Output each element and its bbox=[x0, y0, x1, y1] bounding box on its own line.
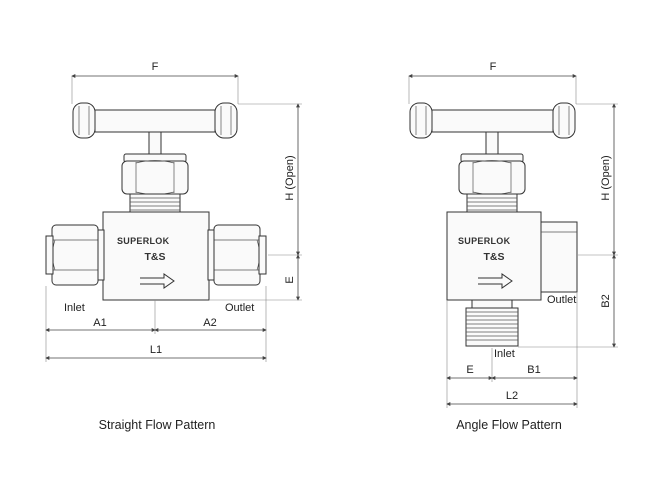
angle-f-label: F bbox=[490, 61, 497, 73]
handle-grip-right bbox=[214, 102, 238, 139]
straight-f-label: F bbox=[152, 61, 159, 73]
straight-handle bbox=[72, 102, 238, 139]
angle-outlet-port bbox=[540, 221, 578, 293]
straight-stem bbox=[148, 131, 162, 155]
angle-valve: F bbox=[408, 61, 618, 432]
angle-inlet-port bbox=[465, 299, 519, 347]
straight-a2-label: A2 bbox=[203, 317, 216, 329]
straight-l1-label: L1 bbox=[150, 344, 162, 356]
handle-bar bbox=[94, 109, 216, 133]
straight-bonnet-threads bbox=[129, 193, 181, 213]
angle-caption: Angle Flow Pattern bbox=[456, 418, 562, 432]
straight-brand-text: SUPERLOK bbox=[117, 236, 170, 246]
angle-e-label: E bbox=[466, 364, 473, 376]
straight-inlet-label: Inlet bbox=[64, 302, 85, 314]
angle-inlet-label: Inlet bbox=[494, 348, 515, 360]
angle-bonnet-threads bbox=[466, 193, 518, 213]
angle-h-label: H (Open) bbox=[600, 155, 612, 200]
angle-brand-text: SUPERLOK bbox=[458, 236, 511, 246]
straight-e-label: E bbox=[284, 276, 296, 283]
angle-outlet-label: Outlet bbox=[547, 294, 576, 306]
angle-l2-label: L2 bbox=[506, 390, 518, 402]
straight-bonnet-nut bbox=[121, 153, 189, 195]
straight-left-fitting bbox=[45, 224, 105, 286]
angle-b1-label: B1 bbox=[527, 364, 540, 376]
angle-handle bbox=[409, 102, 576, 139]
flow-arrow-icon bbox=[140, 273, 175, 289]
angle-stem bbox=[485, 131, 499, 155]
straight-a1-label: A1 bbox=[93, 317, 106, 329]
straight-right-fitting bbox=[207, 224, 267, 286]
straight-outlet-label: Outlet bbox=[225, 302, 254, 314]
straight-h-label: H (Open) bbox=[284, 155, 296, 200]
angle-model-text: T&S bbox=[484, 251, 505, 263]
angle-flow-arrow-icon bbox=[478, 273, 513, 289]
straight-caption: Straight Flow Pattern bbox=[99, 418, 216, 432]
handle-grip-left bbox=[72, 102, 96, 139]
straight-model-text: T&S bbox=[145, 251, 166, 263]
angle-bonnet-nut bbox=[458, 153, 526, 195]
straight-valve: F bbox=[45, 61, 302, 432]
angle-b2-label: B2 bbox=[600, 294, 612, 307]
straight-body bbox=[102, 211, 210, 301]
